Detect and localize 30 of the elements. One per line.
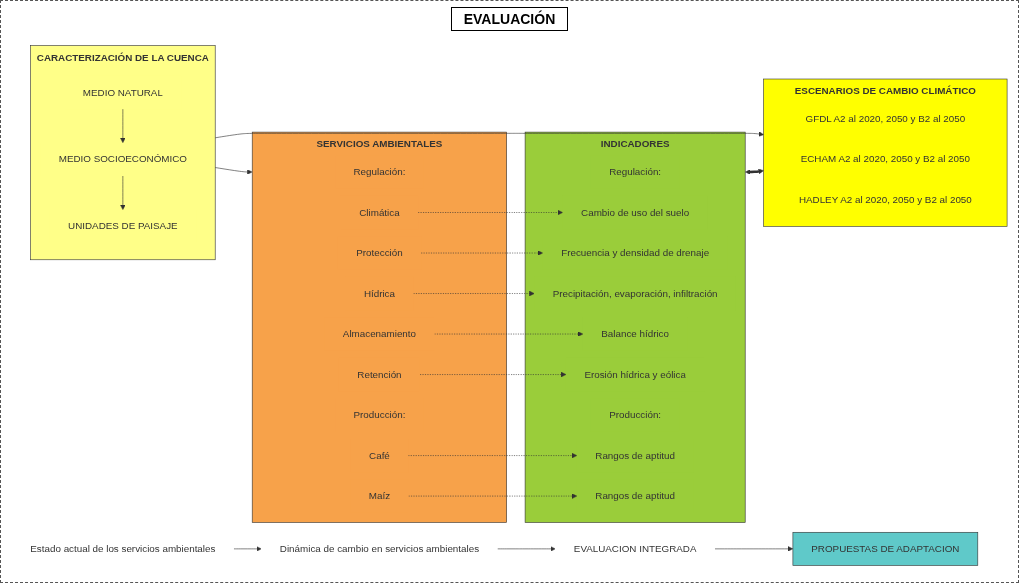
node-text: Café [369, 450, 390, 461]
node-text: Dinámica de cambio en servicios ambientales [279, 543, 480, 554]
node-text: HADLEY A2 al 2020, 2050 y B2 al 2050 [798, 194, 972, 205]
node-text: GFDL A2 al 2020, 2050 y B2 al 2050 [805, 113, 966, 124]
node-text: Regulación: [353, 166, 406, 177]
node-text: Climática [359, 206, 400, 218]
node-text: Estado actual de los servicios ambientales [30, 543, 216, 554]
node-text: Maíz [368, 490, 391, 501]
node-text: Hídrica [363, 288, 395, 299]
node-text: Precipitación, evaporación, infiltración [552, 288, 718, 299]
node-text: Rangos de aptitud [595, 450, 675, 461]
node-text: Protección [356, 247, 403, 258]
node-text: Frecuencia y densidad de drenaje [561, 247, 710, 258]
node-text: MEDIO SOCIOECONÓMICO [58, 153, 187, 165]
node-text: Cambio de uso del suelo [581, 206, 690, 218]
node-text: MEDIO NATURAL [82, 86, 163, 98]
node-text: Regulación: [609, 166, 662, 177]
node-text: Producción: [609, 409, 662, 420]
node-text: Rangos de aptitud [595, 490, 675, 501]
node-text: EVALUACION INTEGRADA [573, 543, 697, 554]
node-text: UNIDADES DE PAISAJE [68, 220, 178, 232]
node-text: Retención [357, 369, 402, 380]
node-text: Almacenamiento [342, 328, 417, 339]
node-text: Producción: [353, 409, 406, 420]
node-text: ECHAM A2 al 2020, 2050 y B2 al 2050 [800, 153, 970, 165]
node-box: PROPUESTAS DE ADAPTACION [792, 532, 979, 566]
title-box: EVALUACIÓN [450, 7, 569, 31]
node-text: Balance hídrico [601, 328, 669, 339]
arrow [745, 168, 764, 175]
node-text: Erosión hídrica y eólica [584, 369, 686, 380]
